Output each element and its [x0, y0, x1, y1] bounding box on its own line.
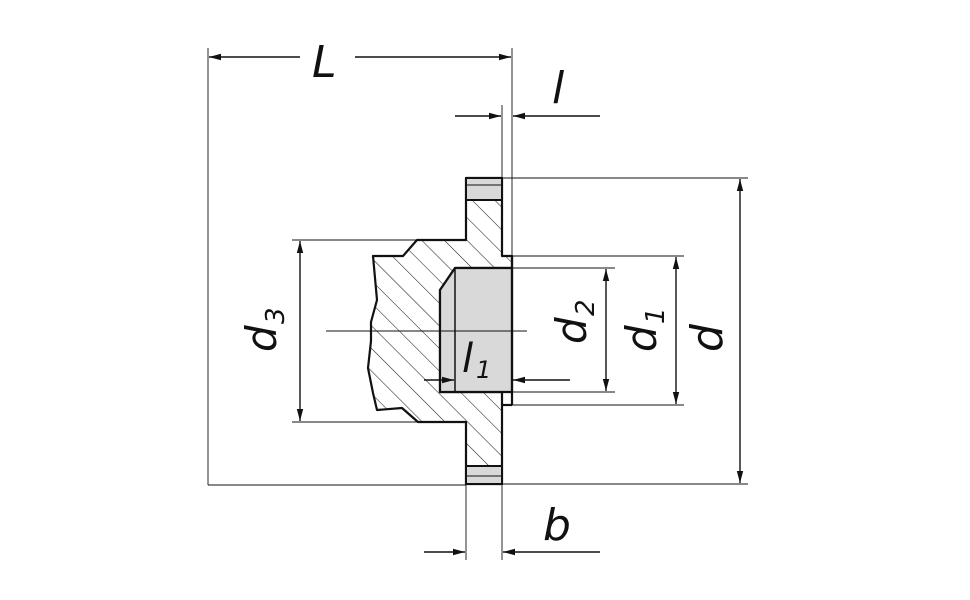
- label-d: d: [682, 323, 733, 352]
- label-d1: d 1: [617, 307, 671, 352]
- svg-text:1: 1: [641, 307, 671, 324]
- bore-pocket: [438, 266, 514, 394]
- label-b: b: [543, 500, 571, 551]
- svg-text:b: b: [543, 500, 571, 551]
- bottom-bolt-hole: [465, 465, 503, 485]
- svg-text:l: l: [462, 336, 473, 382]
- label-L: L: [312, 37, 337, 88]
- svg-text:d: d: [617, 325, 666, 352]
- svg-text:3: 3: [261, 307, 291, 324]
- svg-text:2: 2: [571, 299, 601, 316]
- label-l1: l 1: [462, 336, 491, 384]
- label-l: l: [552, 63, 565, 114]
- extension-lines: [207, 48, 748, 560]
- label-d3: d 3: [237, 307, 291, 352]
- svg-text:d: d: [547, 317, 596, 344]
- svg-text:d: d: [237, 325, 286, 352]
- svg-text:d: d: [682, 323, 733, 352]
- top-bolt-hole: [465, 177, 503, 201]
- label-d2: d 2: [547, 299, 601, 344]
- dimension-lines: [209, 53, 744, 556]
- svg-text:1: 1: [476, 356, 491, 384]
